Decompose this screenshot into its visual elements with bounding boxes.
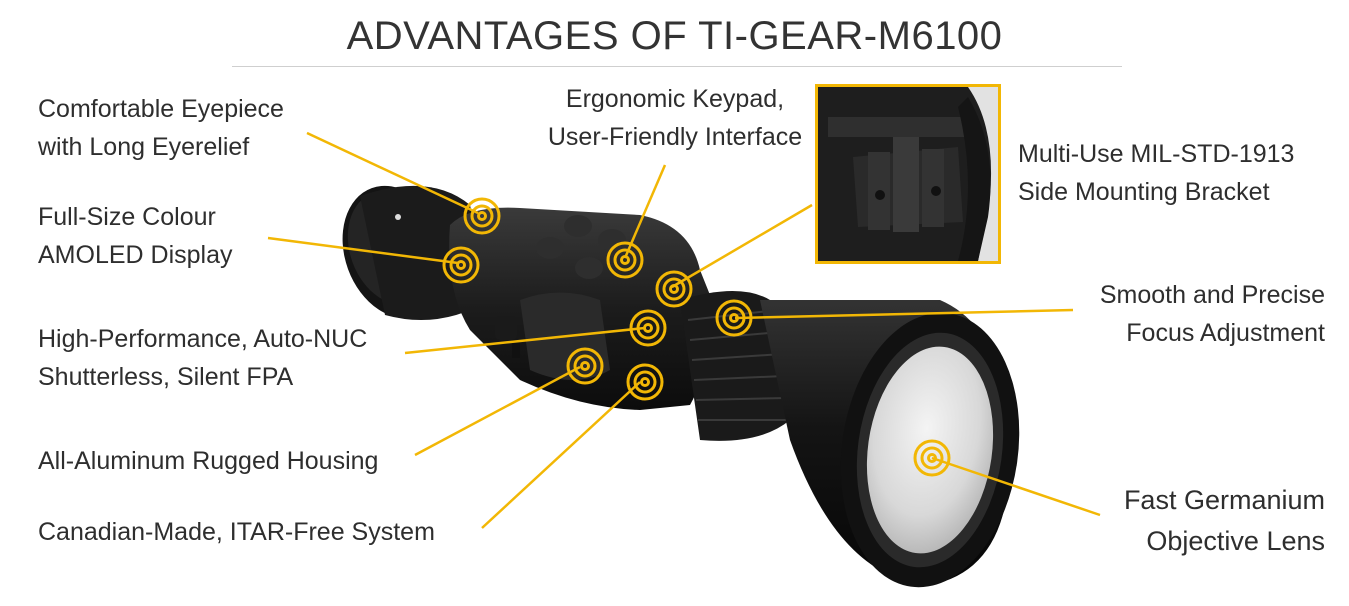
callout-display: Full-Size Colour AMOLED Display — [38, 198, 233, 274]
germanium-lens — [866, 346, 994, 554]
callout-keypad: Ergonomic Keypad, User-Friendly Interfac… — [520, 80, 830, 156]
callout-housing-line1: All-Aluminum Rugged Housing — [38, 447, 379, 475]
page-title: ADVANTAGES OF TI-GEAR-M6100 — [346, 14, 1003, 58]
callout-focus-line1: Smooth and Precise — [1099, 281, 1325, 309]
side-knob-stem — [512, 340, 520, 358]
bracket-inset — [815, 84, 1001, 264]
target-bracket — [655, 270, 693, 308]
callout-focus-line2: Focus Adjustment — [1126, 319, 1325, 347]
callout-eyepiece-line2: with Long Eyerelief — [38, 133, 250, 161]
target-keypad — [606, 241, 644, 279]
callout-display-line1: Full-Size Colour — [38, 203, 216, 231]
target-display — [442, 246, 480, 284]
side-knob — [495, 316, 517, 340]
target-fpa — [629, 309, 667, 347]
callout-fpa: High-Performance, Auto-NUC Shutterless, … — [38, 320, 367, 396]
callout-canadian-line1: Canadian-Made, ITAR-Free System — [38, 518, 435, 546]
focus-ring — [680, 291, 790, 441]
target-canadian — [626, 363, 664, 401]
callout-lens: Fast Germanium Objective Lens — [1050, 480, 1325, 562]
callout-bracket: Multi-Use MIL-STD-1913 Side Mounting Bra… — [1018, 135, 1294, 211]
target-housing — [566, 347, 604, 385]
callout-keypad-line2: User-Friendly Interface — [547, 123, 803, 151]
callout-eyepiece-line1: Comfortable Eyepiece — [38, 95, 284, 123]
bracket-closeup — [818, 87, 998, 261]
callout-display-line2: AMOLED Display — [38, 241, 233, 269]
callout-housing: All-Aluminum Rugged Housing — [38, 442, 378, 480]
target-markers — [442, 197, 951, 477]
target-focus — [715, 299, 753, 337]
eyecup — [342, 185, 490, 320]
callout-focus: Smooth and Precise Focus Adjustment — [1020, 276, 1325, 352]
callout-lens-line1: Fast Germanium — [1123, 485, 1325, 515]
title-divider — [232, 66, 1122, 67]
callout-keypad-line1: Ergonomic Keypad, — [565, 85, 785, 113]
callout-fpa-line1: High-Performance, Auto-NUC — [38, 325, 368, 353]
target-eyepiece — [463, 197, 501, 235]
callout-canadian: Canadian-Made, ITAR-Free System — [38, 513, 435, 551]
callout-bracket-line2: Side Mounting Bracket — [1018, 178, 1270, 206]
target-lens — [913, 439, 951, 477]
leader-lines — [267, 131, 1101, 529]
callout-eyepiece: Comfortable Eyepiece with Long Eyerelief — [38, 90, 284, 166]
callout-fpa-line2: Shutterless, Silent FPA — [38, 363, 294, 391]
callout-bracket-line1: Multi-Use MIL-STD-1913 — [1018, 140, 1295, 168]
callout-lens-line2: Objective Lens — [1146, 526, 1325, 556]
